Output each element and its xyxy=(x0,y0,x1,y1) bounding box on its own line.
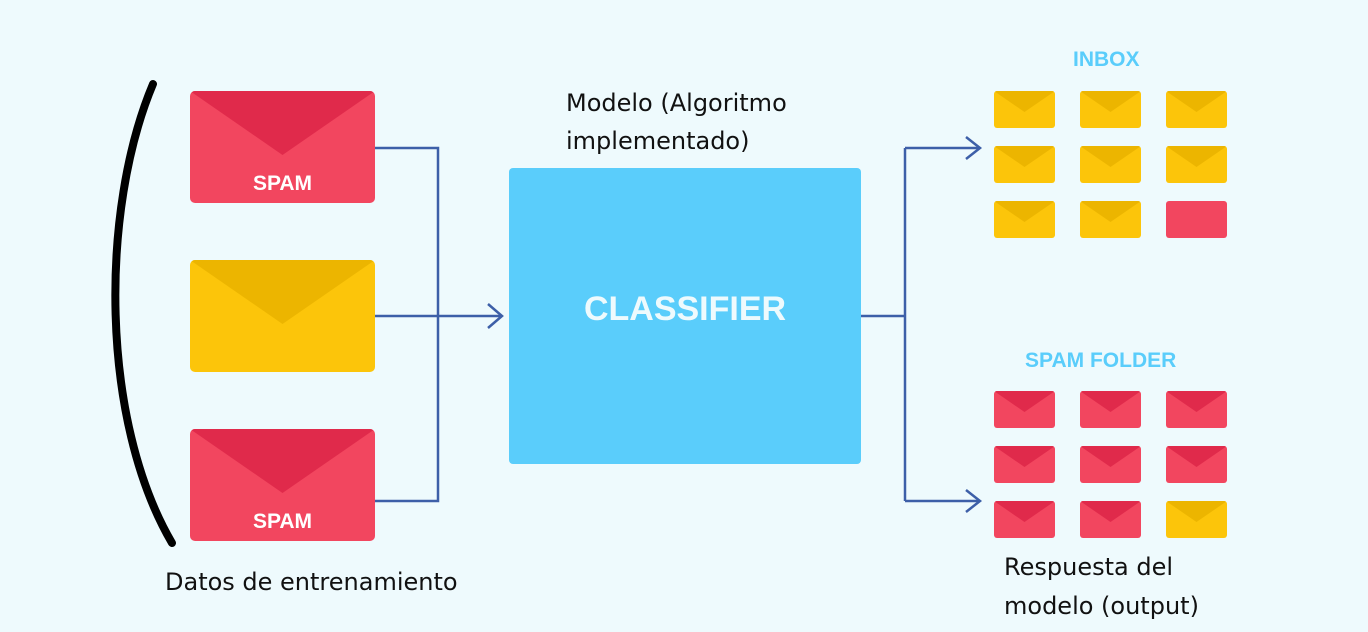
envelope-icon xyxy=(190,429,375,541)
envelope-flap xyxy=(190,260,375,324)
envelope-icon xyxy=(1080,91,1141,128)
mini-envelope-normal xyxy=(1080,146,1141,183)
envelope-icon xyxy=(994,146,1055,183)
mini-envelope-normal xyxy=(1080,91,1141,128)
mini-envelope-normal xyxy=(1080,201,1141,238)
envelope-icon xyxy=(1166,501,1227,538)
training-envelope-normal xyxy=(190,260,375,372)
envelope-icon xyxy=(1080,201,1141,238)
classifier-box: CLASSIFIER xyxy=(509,168,861,464)
model-caption-line2: implementado) xyxy=(566,127,750,155)
mini-envelope-normal xyxy=(1166,501,1227,538)
mini-envelope-normal xyxy=(1166,91,1227,128)
envelope-flap xyxy=(190,429,375,493)
envelope-icon xyxy=(190,260,375,372)
mini-envelope-spam xyxy=(994,391,1055,428)
classifier-label: CLASSIFIER xyxy=(583,290,787,328)
output-caption-line2: modelo (output) xyxy=(1004,592,1199,620)
envelope-icon xyxy=(1080,446,1141,483)
envelope-icon xyxy=(1080,501,1141,538)
mini-envelope-spam xyxy=(1166,446,1227,483)
spam-label: SPAM xyxy=(252,172,313,195)
mini-envelope-spam xyxy=(994,501,1055,538)
envelope-icon xyxy=(190,91,375,203)
envelope-icon xyxy=(1166,201,1227,238)
mini-envelope-normal xyxy=(994,146,1055,183)
inbox-title: INBOX xyxy=(1073,48,1140,71)
mini-envelope-spam xyxy=(1080,391,1141,428)
envelope-icon xyxy=(1080,146,1141,183)
mini-envelope-normal xyxy=(994,91,1055,128)
envelope-icon xyxy=(1166,391,1227,428)
envelope-icon xyxy=(994,446,1055,483)
envelope-icon xyxy=(994,201,1055,238)
mini-envelope-spam xyxy=(1080,446,1141,483)
mini-envelope-normal xyxy=(1166,146,1227,183)
mini-envelope-spam xyxy=(1166,391,1227,428)
mini-envelope-spam xyxy=(994,446,1055,483)
training-caption: Datos de entrenamiento xyxy=(165,568,458,596)
envelope-icon xyxy=(994,391,1055,428)
model-caption-line1: Modelo (Algoritmo xyxy=(566,89,787,117)
envelope-icon xyxy=(1166,91,1227,128)
training-envelope-spam-2: SPAM xyxy=(190,429,375,541)
envelope-icon xyxy=(994,501,1055,538)
mini-envelope-normal xyxy=(994,201,1055,238)
envelope-icon xyxy=(1166,446,1227,483)
envelope-icon xyxy=(994,91,1055,128)
mini-envelope-spam xyxy=(1166,201,1227,238)
envelope-icon xyxy=(1166,146,1227,183)
spam-label: SPAM xyxy=(252,510,313,533)
envelope-icon xyxy=(1080,391,1141,428)
output-caption-line1: Respuesta del xyxy=(1004,553,1173,581)
mini-envelope-spam xyxy=(1080,501,1141,538)
training-envelope-spam-1: SPAM xyxy=(190,91,375,203)
spam-folder-title: SPAM FOLDER xyxy=(1025,349,1177,372)
envelope-flap xyxy=(190,91,375,155)
